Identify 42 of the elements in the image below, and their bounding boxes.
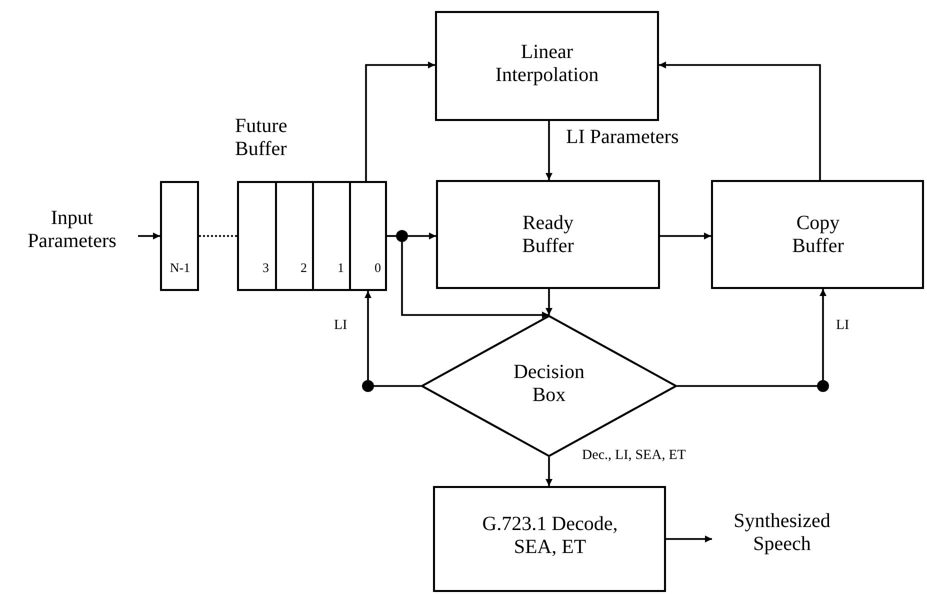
arrow <box>546 289 552 315</box>
process-box <box>435 11 659 121</box>
cell-index: 0 <box>374 261 381 276</box>
arrow <box>546 121 552 180</box>
process-box <box>711 180 924 289</box>
buffer-heading: Future Buffer <box>235 115 288 161</box>
process-box <box>160 181 199 291</box>
cell-index: N-1 <box>168 261 192 276</box>
box-label: Linear Interpolation <box>494 41 600 87</box>
connector-line <box>677 385 817 387</box>
arrow <box>365 62 435 181</box>
box-label: Copy Buffer <box>791 212 845 258</box>
buffer-cell <box>237 181 275 291</box>
buffer-cell <box>275 181 312 291</box>
process-box <box>433 486 666 592</box>
arrow <box>666 536 712 542</box>
cell-index: 3 <box>262 261 269 276</box>
cell-index: 1 <box>336 261 344 276</box>
arrow <box>401 242 549 318</box>
box-label: Ready Buffer <box>521 212 575 258</box>
arrow <box>660 232 711 240</box>
junction-dot <box>362 380 374 392</box>
junction-dot <box>396 230 408 242</box>
buffer-cell <box>312 181 349 291</box>
connector-line <box>199 235 237 237</box>
arrow <box>820 289 826 380</box>
cell-index: 2 <box>300 261 307 276</box>
edge-label: Dec., LI, SEA, ET <box>582 448 686 464</box>
arrow <box>364 291 372 380</box>
arrow <box>546 457 552 486</box>
box-label: Decision Box <box>512 361 586 407</box>
buffer-cell <box>349 181 387 291</box>
signal-label: Input Parameters <box>26 207 118 253</box>
arrow <box>138 232 160 240</box>
connector-line <box>387 235 396 237</box>
box-label: G.723.1 Decode, SEA, ET <box>481 513 619 559</box>
process-box <box>436 180 660 289</box>
arrow <box>659 62 821 180</box>
junction-dot <box>817 380 829 392</box>
connector-line <box>374 385 421 387</box>
signal-label: Synthesized Speech <box>732 510 832 556</box>
arrow <box>408 232 436 240</box>
